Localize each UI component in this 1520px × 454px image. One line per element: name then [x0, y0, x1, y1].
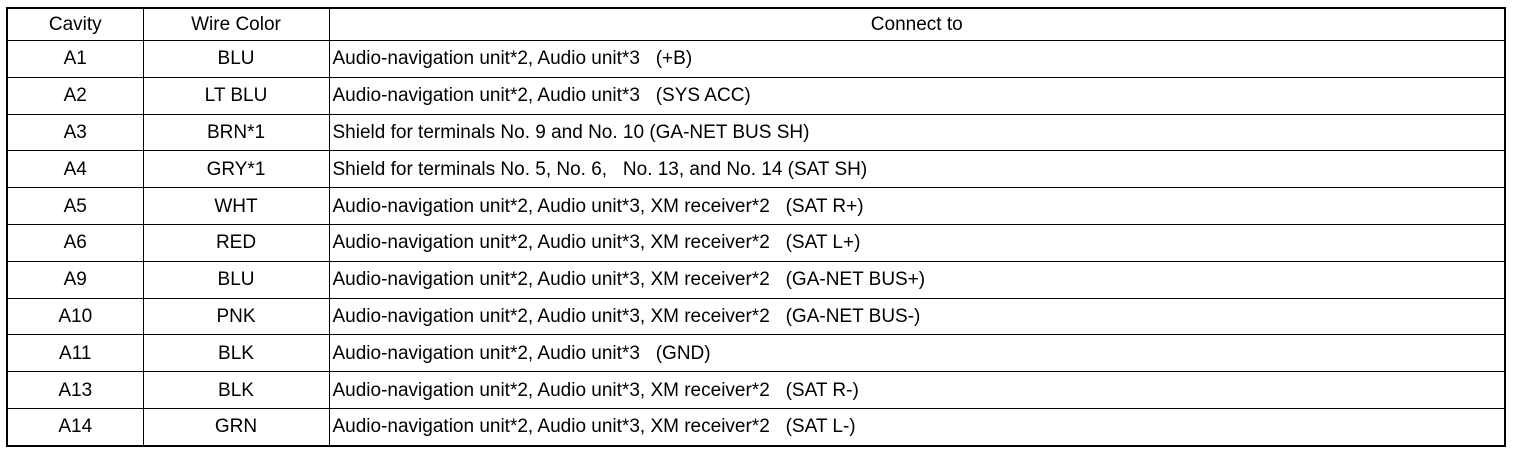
connector-pinout-table: Cavity Wire Color Connect to A1 BLU Audi…	[6, 7, 1506, 447]
cavity-cell: A3	[6, 113, 144, 152]
table-row: A6 RED Audio-navigation unit*2, Audio un…	[6, 223, 1506, 262]
cavity-cell: A14	[6, 407, 144, 447]
wire-color-cell: PNK	[142, 297, 330, 336]
wire-color-cell: BLK	[142, 334, 330, 373]
cavity-cell: A1	[6, 40, 144, 78]
cavity-cell: A2	[6, 76, 144, 115]
table-row: A14 GRN Audio-navigation unit*2, Audio u…	[6, 407, 1506, 447]
connect-to-cell: Audio-navigation unit*2, Audio unit*3, X…	[328, 297, 1506, 336]
connect-to-cell: Audio-navigation unit*2, Audio unit*3, X…	[328, 187, 1506, 225]
wire-color-cell: GRN	[142, 407, 330, 447]
table-row: A10 PNK Audio-navigation unit*2, Audio u…	[6, 297, 1506, 336]
table-row: A3 BRN*1 Shield for terminals No. 9 and …	[6, 113, 1506, 152]
cavity-cell: A9	[6, 260, 144, 299]
connect-to-cell: Audio-navigation unit*2, Audio unit*3, X…	[328, 223, 1506, 262]
wire-color-cell: RED	[142, 223, 330, 262]
table-row: A4 GRY*1 Shield for terminals No. 5, No.…	[6, 150, 1506, 189]
wire-color-cell: BLU	[142, 40, 330, 78]
wire-color-cell: LT BLU	[142, 76, 330, 115]
cavity-cell: A4	[6, 150, 144, 189]
table-row: A9 BLU Audio-navigation unit*2, Audio un…	[6, 260, 1506, 299]
wire-color-cell: WHT	[142, 187, 330, 225]
header-cavity: Cavity	[6, 7, 144, 41]
cavity-cell: A6	[6, 223, 144, 262]
connect-to-cell: Audio-navigation unit*2, Audio unit*3 (G…	[328, 334, 1506, 373]
wire-color-cell: GRY*1	[142, 150, 330, 189]
wire-color-cell: BLK	[142, 371, 330, 409]
cavity-cell: A11	[6, 334, 144, 373]
table-row: A1 BLU Audio-navigation unit*2, Audio un…	[6, 40, 1506, 78]
cavity-cell: A13	[6, 371, 144, 409]
connect-to-cell: Audio-navigation unit*2, Audio unit*3, X…	[328, 260, 1506, 299]
table-row: A5 WHT Audio-navigation unit*2, Audio un…	[6, 187, 1506, 225]
connect-to-cell: Audio-navigation unit*2, Audio unit*3, X…	[328, 371, 1506, 409]
table-header-row: Cavity Wire Color Connect to	[6, 7, 1506, 41]
table-row: A13 BLK Audio-navigation unit*2, Audio u…	[6, 371, 1506, 409]
connect-to-cell: Audio-navigation unit*2, Audio unit*3 (S…	[328, 76, 1506, 115]
wire-color-cell: BRN*1	[142, 113, 330, 152]
connect-to-cell: Shield for terminals No. 5, No. 6, No. 1…	[328, 150, 1506, 189]
wire-color-cell: BLU	[142, 260, 330, 299]
header-wire-color: Wire Color	[142, 7, 330, 41]
connect-to-cell: Audio-navigation unit*2, Audio unit*3 (+…	[328, 40, 1506, 78]
header-connect-to: Connect to	[328, 7, 1506, 41]
cavity-cell: A10	[6, 297, 144, 336]
cavity-cell: A5	[6, 187, 144, 225]
connect-to-cell: Shield for terminals No. 9 and No. 10 (G…	[328, 113, 1506, 152]
connect-to-cell: Audio-navigation unit*2, Audio unit*3, X…	[328, 407, 1506, 447]
table-row: A2 LT BLU Audio-navigation unit*2, Audio…	[6, 76, 1506, 115]
table-row: A11 BLK Audio-navigation unit*2, Audio u…	[6, 334, 1506, 373]
